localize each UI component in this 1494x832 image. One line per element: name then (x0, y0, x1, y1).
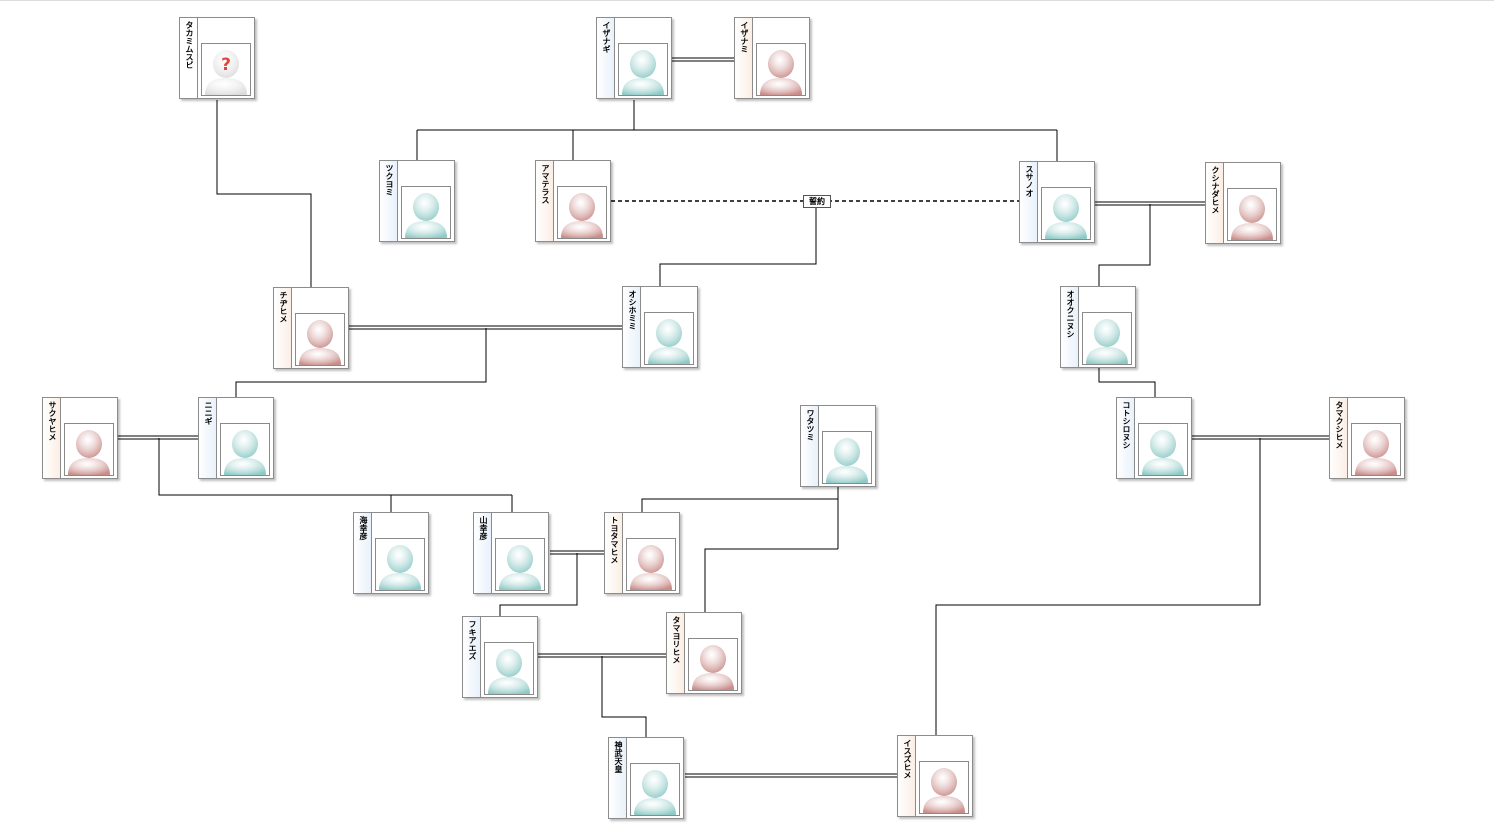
person-card-yamasachi[interactable]: 山幸彦 (473, 512, 549, 594)
name-strip: トヨタマヒメ (605, 513, 623, 593)
person-card-amaterasu[interactable]: アマテラス (535, 160, 611, 242)
person-name: イザナギ (602, 21, 611, 53)
person-card-takamimusubi[interactable]: タカミムスビ? (179, 17, 255, 99)
person-card-watatsumi[interactable]: ワタツミ (800, 405, 876, 487)
person-name: タマヨリヒメ (672, 616, 681, 664)
name-strip: アマテラス (536, 161, 554, 241)
female-silhouette-icon (756, 43, 806, 96)
male-silhouette-icon (630, 763, 680, 816)
male-silhouette-icon (220, 423, 270, 476)
person-card-ookuninushi[interactable]: オオクニヌシ (1060, 286, 1136, 368)
person-name: イザナミ (740, 21, 749, 53)
person-name: ニニギ (204, 401, 213, 425)
oath-label: 誓約 (803, 195, 831, 208)
name-strip: コトシロヌシ (1117, 398, 1135, 478)
female-silhouette-icon (295, 313, 345, 366)
unknown-person-icon: ? (201, 43, 251, 96)
person-name: タカミムスビ (185, 21, 194, 69)
person-card-kushinadahime[interactable]: クシナダヒメ (1205, 162, 1281, 244)
male-silhouette-icon (822, 431, 872, 484)
person-card-sakuyahime[interactable]: サクヤヒメ (42, 397, 118, 479)
person-card-toyotamahime[interactable]: トヨタマヒメ (604, 512, 680, 594)
female-silhouette-icon (1227, 188, 1277, 241)
female-silhouette-icon (557, 186, 607, 239)
person-name: アマテラス (541, 164, 550, 204)
person-name: イスズヒメ (903, 739, 912, 779)
name-strip: イザナミ (735, 18, 753, 98)
name-strip: 海幸彦 (354, 513, 372, 593)
person-name: コトシロヌシ (1122, 401, 1131, 449)
person-card-fukiaezu[interactable]: フキアエズ (462, 616, 538, 698)
male-silhouette-icon (401, 186, 451, 239)
name-strip: イザナギ (597, 18, 615, 98)
person-name: タマクシヒメ (1335, 401, 1344, 449)
person-name: 山幸彦 (479, 516, 488, 540)
person-card-susanoo[interactable]: スサノオ (1019, 161, 1095, 243)
male-silhouette-icon (1041, 187, 1091, 240)
person-card-tsukuyomi[interactable]: ツクヨミ (379, 160, 455, 242)
person-name: サクヤヒメ (48, 401, 57, 441)
male-silhouette-icon (644, 312, 694, 365)
male-silhouette-icon (1138, 423, 1188, 476)
name-strip: 神武天皇 (609, 738, 627, 818)
person-card-tamayorihime[interactable]: タマヨリヒメ (666, 612, 742, 694)
female-silhouette-icon (64, 423, 114, 476)
unknown-mark: ? (221, 55, 231, 75)
male-silhouette-icon (495, 538, 545, 591)
person-card-ninigi[interactable]: ニニギ (198, 397, 274, 479)
person-name: スサノオ (1025, 165, 1034, 197)
female-silhouette-icon (688, 638, 738, 691)
person-card-tamakushihime[interactable]: タマクシヒメ (1329, 397, 1405, 479)
person-name: オオクニヌシ (1066, 290, 1075, 338)
name-strip: サクヤヒメ (43, 398, 61, 478)
person-card-oshihomimi[interactable]: オシホミミ (622, 286, 698, 368)
top-border (0, 0, 1494, 1)
person-card-isuzuhime[interactable]: イスズヒメ (897, 735, 973, 817)
name-strip: フキアエズ (463, 617, 481, 697)
name-strip: 山幸彦 (474, 513, 492, 593)
person-name: ツクヨミ (385, 164, 394, 196)
name-strip: ツクヨミ (380, 161, 398, 241)
person-card-izanagi[interactable]: イザナギ (596, 17, 672, 99)
person-name: チヂヒメ (279, 291, 288, 323)
female-silhouette-icon (1351, 423, 1401, 476)
female-silhouette-icon (626, 538, 676, 591)
name-strip: ワタツミ (801, 406, 819, 486)
person-name: オシホミミ (628, 290, 637, 330)
name-strip: イスズヒメ (898, 736, 916, 816)
name-strip: タマクシヒメ (1330, 398, 1348, 478)
person-name: クシナダヒメ (1211, 166, 1220, 214)
name-strip: タカミムスビ (180, 18, 198, 98)
person-card-chichihime[interactable]: チヂヒメ (273, 287, 349, 369)
person-card-kotoshironushi[interactable]: コトシロヌシ (1116, 397, 1192, 479)
name-strip: チヂヒメ (274, 288, 292, 368)
male-silhouette-icon (375, 538, 425, 591)
person-card-izanami[interactable]: イザナミ (734, 17, 810, 99)
male-silhouette-icon (618, 43, 668, 96)
person-name: 海幸彦 (359, 516, 368, 540)
person-name: 神武天皇 (614, 741, 623, 773)
male-silhouette-icon (484, 642, 534, 695)
person-name: ワタツミ (806, 409, 815, 441)
name-strip: タマヨリヒメ (667, 613, 685, 693)
name-strip: オオクニヌシ (1061, 287, 1079, 367)
female-silhouette-icon (919, 761, 969, 814)
name-strip: スサノオ (1020, 162, 1038, 242)
male-silhouette-icon (1082, 312, 1132, 365)
person-card-jimmu[interactable]: 神武天皇 (608, 737, 684, 819)
person-name: フキアエズ (468, 620, 477, 660)
person-name: トヨタマヒメ (610, 516, 619, 564)
person-card-umisachi[interactable]: 海幸彦 (353, 512, 429, 594)
name-strip: オシホミミ (623, 287, 641, 367)
name-strip: ニニギ (199, 398, 217, 478)
name-strip: クシナダヒメ (1206, 163, 1224, 243)
